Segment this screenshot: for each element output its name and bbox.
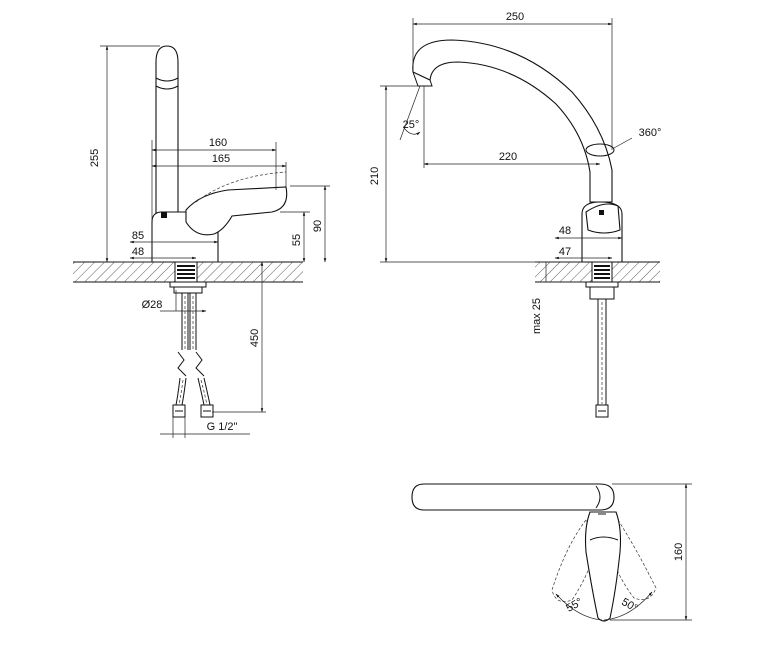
- front-dim-25deg: 25°: [403, 119, 420, 131]
- top-dim-55deg: 55°: [564, 596, 584, 615]
- front-dim-48: 48: [559, 225, 571, 237]
- side-dim-55: 55: [291, 234, 303, 246]
- front-dim-210: 210: [369, 167, 381, 185]
- front-dim-360deg: 360°: [639, 127, 662, 139]
- side-dim-165: 165: [212, 153, 230, 165]
- side-lever: [185, 186, 288, 236]
- side-dim-85: 85: [132, 230, 144, 242]
- top-spout: [411, 483, 615, 511]
- front-dim-220: 220: [499, 151, 517, 163]
- front-dim-max25: max 25: [531, 298, 543, 334]
- side-dim-d28: Ø28: [142, 299, 163, 311]
- side-view: 255 160 165 90 55 85 48 Ø28 450: [73, 45, 330, 438]
- side-dim-255: 255: [89, 149, 101, 167]
- front-spout: [412, 39, 613, 203]
- front-dim-250: 250: [506, 11, 524, 23]
- side-dim-160: 160: [209, 137, 227, 149]
- front-thread: [594, 265, 610, 279]
- side-dim-90: 90: [312, 220, 324, 232]
- side-thread: [177, 265, 195, 279]
- side-dim-48: 48: [132, 246, 144, 258]
- front-lever: [585, 203, 621, 234]
- front-dim-47: 47: [559, 246, 571, 258]
- top-lever: [584, 511, 622, 622]
- front-view: 250 25° 360° 220 210 48 47 max 25: [369, 11, 662, 418]
- side-dim-450: 450: [249, 329, 261, 347]
- top-view: 55° 50° 160: [411, 483, 692, 622]
- top-dim-160: 160: [673, 543, 685, 561]
- side-spout: [155, 45, 179, 233]
- side-dim-thread: G 1/2": [207, 421, 238, 433]
